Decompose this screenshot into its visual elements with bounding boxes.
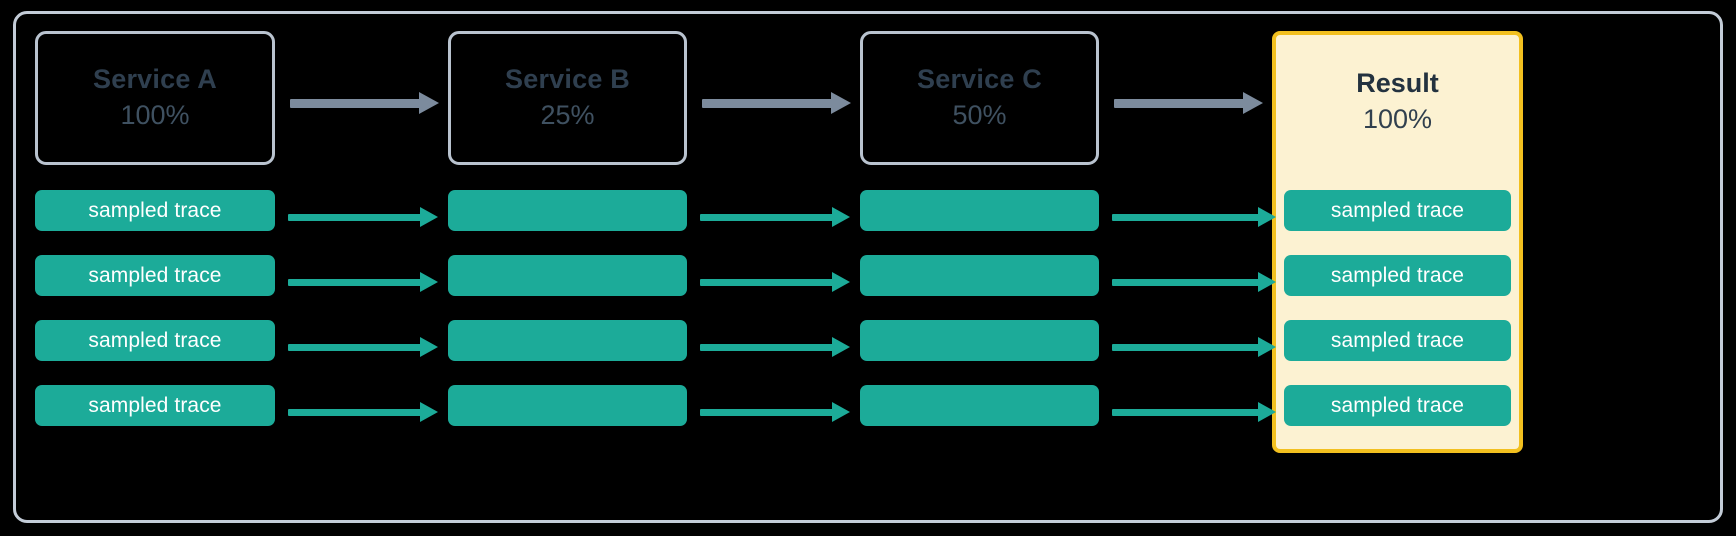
- arrow-shaft: [1114, 99, 1245, 108]
- trace-label: sampled trace: [1330, 328, 1465, 352]
- arrow-head-icon: [420, 272, 438, 292]
- arrow-head-icon: [832, 207, 850, 227]
- service-a-percent: 100%: [120, 99, 190, 130]
- arrow-head-icon: [419, 92, 439, 114]
- arrow-shaft: [1112, 409, 1260, 416]
- trace-bar-b-4[interactable]: [448, 385, 687, 426]
- arrow-shaft: [700, 214, 834, 221]
- trace-bar-a-4[interactable]: sampled trace: [35, 385, 275, 426]
- trace-label: sampled trace: [1330, 263, 1465, 287]
- arrow-head-icon: [832, 402, 850, 422]
- arrow-shaft: [700, 409, 834, 416]
- trace-bar-result-3[interactable]: sampled trace: [1284, 320, 1511, 361]
- trace-bar-a-2[interactable]: sampled trace: [35, 255, 275, 296]
- service-box-a[interactable]: Service A 100%: [35, 31, 275, 165]
- service-c-title: Service C: [917, 63, 1042, 94]
- trace-label: sampled trace: [88, 198, 222, 222]
- arrow-shaft: [288, 409, 422, 416]
- service-a-title: Service A: [93, 63, 217, 94]
- trace-bar-c-4[interactable]: [860, 385, 1099, 426]
- service-box-b[interactable]: Service B 25%: [448, 31, 687, 165]
- result-percent: 100%: [1362, 103, 1433, 134]
- arrow-head-icon: [1258, 207, 1276, 227]
- arrow-head-icon: [832, 272, 850, 292]
- trace-bar-b-1[interactable]: [448, 190, 687, 231]
- arrow-head-icon: [1258, 337, 1276, 357]
- trace-bar-c-3[interactable]: [860, 320, 1099, 361]
- trace-bar-result-2[interactable]: sampled trace: [1284, 255, 1511, 296]
- arrow-shaft: [288, 344, 422, 351]
- trace-bar-a-3[interactable]: sampled trace: [35, 320, 275, 361]
- trace-label: sampled trace: [88, 328, 222, 352]
- service-b-percent: 25%: [540, 99, 595, 130]
- result-highlight-panel: Result 100%: [1272, 31, 1523, 453]
- arrow-head-icon: [420, 207, 438, 227]
- trace-bar-c-1[interactable]: [860, 190, 1099, 231]
- trace-bar-result-4[interactable]: sampled trace: [1284, 385, 1511, 426]
- trace-bar-b-2[interactable]: [448, 255, 687, 296]
- arrow-shaft: [290, 99, 421, 108]
- arrow-head-icon: [420, 402, 438, 422]
- arrow-head-icon: [832, 337, 850, 357]
- arrow-head-icon: [420, 337, 438, 357]
- service-b-title: Service B: [505, 63, 630, 94]
- arrow-shaft: [702, 99, 833, 108]
- service-c-percent: 50%: [952, 99, 1007, 130]
- arrow-shaft: [700, 279, 834, 286]
- arrow-head-icon: [1258, 272, 1276, 292]
- trace-label: sampled trace: [88, 263, 222, 287]
- trace-bar-result-1[interactable]: sampled trace: [1284, 190, 1511, 231]
- trace-bar-c-2[interactable]: [860, 255, 1099, 296]
- arrow-head-icon: [1243, 92, 1263, 114]
- trace-label: sampled trace: [1330, 198, 1465, 222]
- trace-bar-a-1[interactable]: sampled trace: [35, 190, 275, 231]
- trace-label: sampled trace: [1330, 393, 1465, 417]
- arrow-shaft: [288, 279, 422, 286]
- service-box-c[interactable]: Service C 50%: [860, 31, 1099, 165]
- arrow-head-icon: [1258, 402, 1276, 422]
- arrow-shaft: [1112, 214, 1260, 221]
- result-header: Result 100%: [1276, 35, 1519, 169]
- arrow-shaft: [1112, 279, 1260, 286]
- result-title: Result: [1356, 67, 1439, 98]
- arrow-shaft: [288, 214, 422, 221]
- arrow-shaft: [700, 344, 834, 351]
- trace-label: sampled trace: [88, 393, 222, 417]
- arrow-shaft: [1112, 344, 1260, 351]
- trace-bar-b-3[interactable]: [448, 320, 687, 361]
- arrow-head-icon: [831, 92, 851, 114]
